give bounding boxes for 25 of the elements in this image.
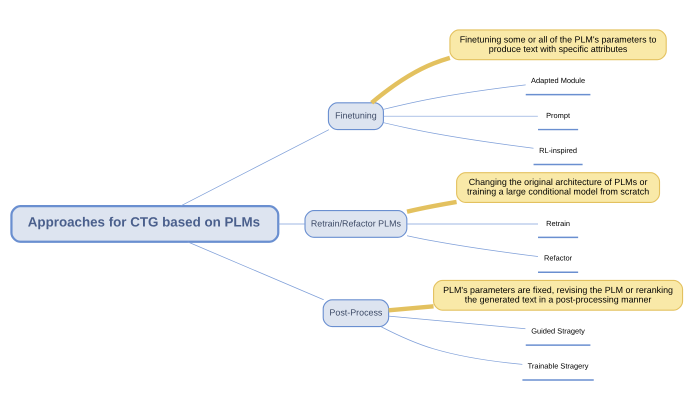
connector	[380, 326, 523, 365]
node-text: Retrain	[546, 218, 570, 228]
connector	[383, 122, 534, 149]
connector	[383, 84, 526, 110]
node-text: Guided Stragety	[531, 326, 585, 336]
node-box: Changing the original architecture of PLMs or training a large conditional model from scratch	[456, 172, 660, 203]
connector	[406, 200, 457, 214]
connector	[388, 304, 434, 313]
connector	[370, 56, 451, 105]
node-text: Trainable Stragery	[528, 362, 588, 371]
node-box: Finetuning	[328, 102, 384, 130]
node-box: Finetuning some or all of the PLM's parameters to produce text with specific attributes	[449, 29, 667, 60]
node-box: Retrain/Refactor PLMs	[304, 210, 408, 238]
node-text: Prompt	[546, 111, 570, 120]
node-box: Post-Process	[322, 299, 390, 328]
connector	[406, 235, 538, 257]
connector	[180, 129, 330, 206]
node-box: Approaches for CTG based on PLMs	[10, 205, 280, 243]
connector	[388, 316, 526, 330]
node-text: Refactor	[544, 254, 572, 263]
connector	[383, 116, 538, 117]
node-text: Adapted Module	[531, 76, 586, 86]
node-text: RL-inspired	[539, 146, 578, 155]
connector	[187, 242, 324, 300]
node-box: PLM's parameters are fixed, revising the PLM or reranking the generated text in a post-processing manner	[433, 280, 684, 311]
